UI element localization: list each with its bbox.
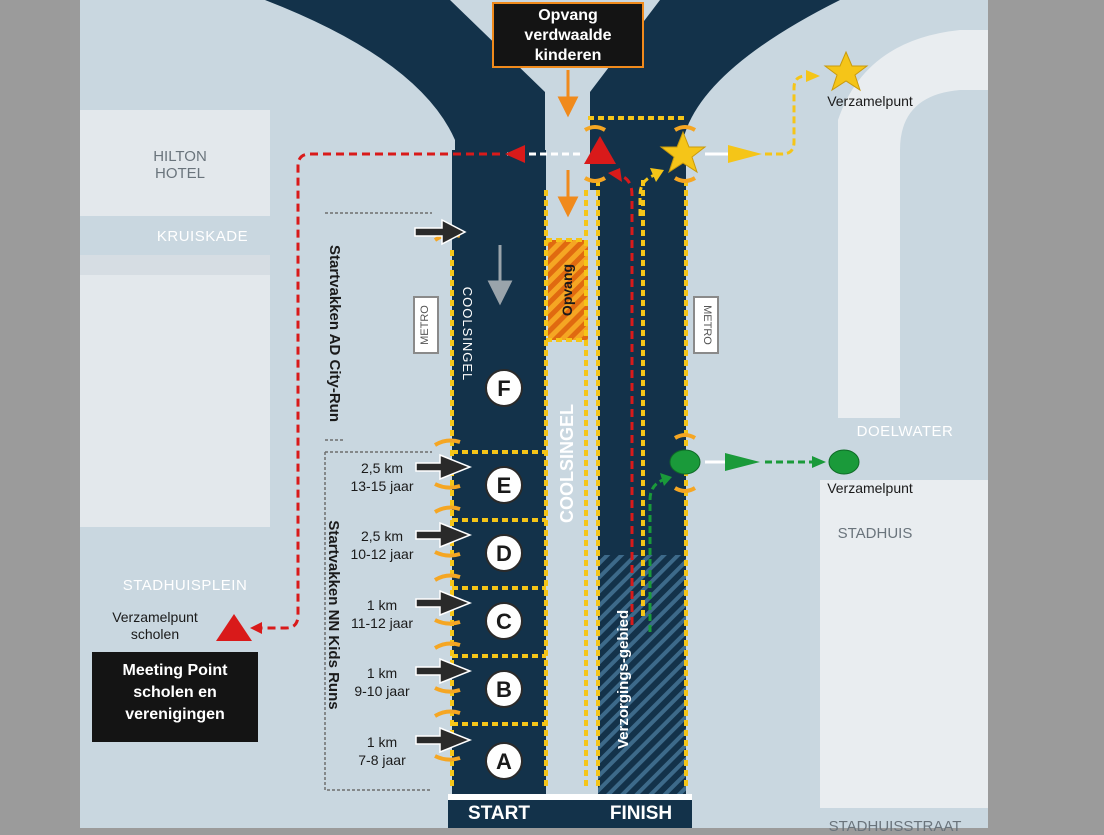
kruiskade-label: KRUISKADE	[156, 228, 249, 245]
corral-c-age: 11-12 jaar	[350, 615, 413, 631]
corral-c-distance: 1 km	[366, 597, 398, 613]
corral-c-info: 1 km 11-12 jaar	[337, 596, 427, 632]
arrow-icon	[415, 726, 473, 754]
stadhuis-building	[820, 480, 988, 808]
red-triangle-icon	[216, 614, 252, 641]
orange-arrows	[557, 70, 579, 218]
corral-b-info: 1 km 9-10 jaar	[337, 664, 427, 700]
corral-d-info: 2,5 km 10-12 jaar	[337, 527, 427, 563]
metro-right-label: METRO	[701, 305, 713, 345]
barrier-lines	[450, 116, 688, 790]
meeting-point-box: Meeting Point scholen en verenigingen	[92, 652, 258, 742]
green-dot-icon	[828, 449, 860, 475]
opvang-area	[548, 240, 588, 340]
start-finish-bar	[448, 800, 692, 828]
corral-d-letter: D	[496, 541, 512, 566]
corral-e-age: 13-15 jaar	[350, 478, 414, 494]
arrow-icon	[414, 218, 467, 246]
corral-b-letter: B	[496, 677, 512, 702]
arrow-icon	[415, 589, 473, 617]
barrier-clamps	[433, 125, 697, 762]
red-route	[216, 136, 634, 641]
coolsingel-center-label: COOLSINGEL	[557, 403, 577, 523]
corral-b-age: 9-10 jaar	[354, 683, 410, 699]
left-building	[80, 255, 270, 527]
verzamelpunt-right-label: Verzamelpunt	[827, 480, 913, 496]
stadhuisplein-label: STADHUISPLEIN	[122, 577, 248, 594]
lost-children-box: Opvang verdwaalde kinderen	[492, 2, 644, 68]
corral-e-info: 2,5 km 13-15 jaar	[337, 459, 427, 495]
green-dot-icon	[669, 449, 701, 475]
right-top-building	[838, 30, 988, 418]
hilton-hotel-label: HILTON HOTEL	[153, 148, 207, 182]
metro-sign-left-bg	[413, 296, 439, 354]
doelwater-label: DOELWATER	[856, 423, 954, 440]
coolsingel-left-label: COOLSINGEL	[460, 286, 475, 382]
corral-e-distance: 2,5 km	[360, 460, 403, 476]
corral-a-distance: 1 km	[366, 734, 398, 750]
meeting-point-label: Meeting Point scholen en verenigingen	[122, 662, 228, 723]
red-triangle-icon	[584, 136, 616, 164]
metro-sign-right-bg	[693, 296, 719, 354]
corral-a-age: 7-8 jaar	[358, 752, 406, 768]
lane-direction-arrow	[487, 245, 513, 306]
corral-a-letter: A	[496, 749, 512, 774]
corral-d-age: 10-12 jaar	[350, 546, 414, 562]
metro-left-label: METRO	[419, 305, 431, 345]
lost-children-label: Opvang verdwaalde kinderen	[524, 7, 612, 64]
start-label: START	[468, 803, 530, 824]
road-right-branch	[590, 0, 840, 190]
arrow-icon	[415, 521, 473, 549]
opvang-label: Opvang	[559, 263, 575, 317]
corral-brackets	[324, 212, 432, 791]
stadhuis-label: STADHUIS	[837, 525, 913, 542]
finish-label: FINISH	[609, 803, 673, 824]
startvakken-city-run-label: Startvakken AD City-Run	[326, 245, 343, 422]
corral-circles	[485, 369, 523, 780]
verzamelpunt-scholen-label: Verzamelpunt scholen	[112, 609, 198, 642]
verzamelpunt-top-label: Verzamelpunt	[827, 93, 913, 109]
arrow-icon	[415, 453, 473, 481]
star-icon	[659, 130, 707, 174]
arrow-icon	[415, 657, 473, 685]
start-finish-line	[448, 794, 692, 800]
star-icon	[823, 50, 869, 92]
corral-a-info: 1 km 7-8 jaar	[337, 733, 427, 769]
left-building-top-edge	[80, 255, 270, 275]
verzorgingsgebied-label: Verzorgings-gebied	[615, 609, 632, 749]
green-route	[648, 449, 860, 632]
corral-b-distance: 1 km	[366, 665, 398, 681]
yellow-route	[638, 50, 869, 216]
entry-arrows	[414, 218, 473, 754]
corral-f-letter: F	[497, 376, 511, 401]
hilton-building	[80, 110, 270, 216]
corral-e-letter: E	[496, 473, 512, 498]
stadhuisstraat-label: STADHUISSTRAAT	[828, 818, 962, 835]
corral-d-distance: 2,5 km	[360, 528, 403, 544]
corral-c-letter: C	[496, 609, 512, 634]
road-left-branch	[265, 0, 545, 190]
